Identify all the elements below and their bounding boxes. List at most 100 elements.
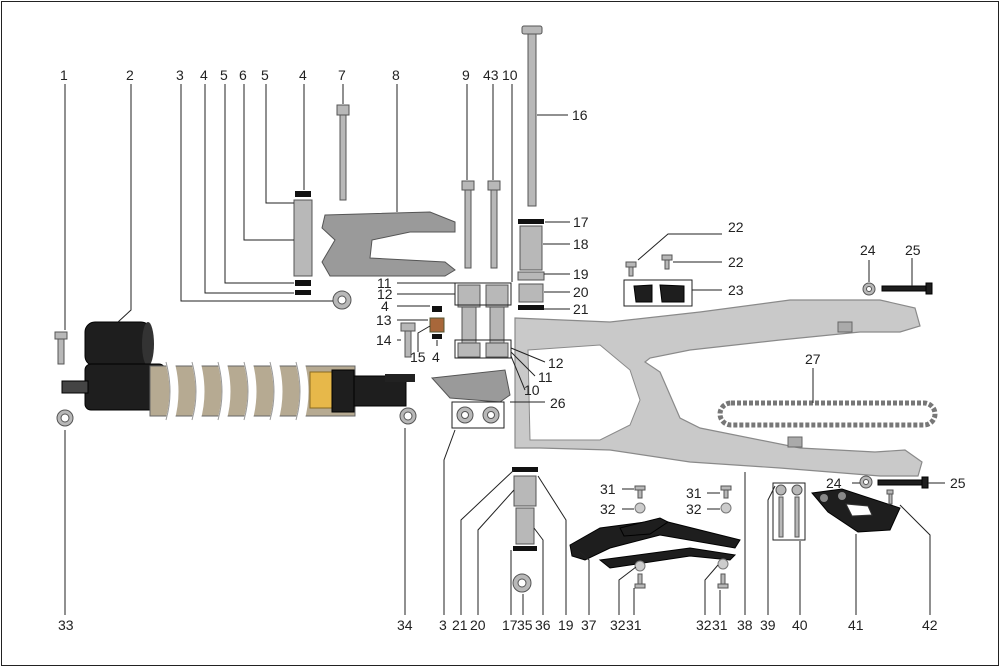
washer-32-c bbox=[634, 560, 646, 572]
callout-42: 42 bbox=[922, 617, 938, 633]
callout-32-c: 32 bbox=[610, 617, 626, 633]
callout-7: 7 bbox=[338, 67, 346, 83]
callout-labels: 1 2 3 4 5 6 5 4 7 8 9 43 10 16 17 18 19 … bbox=[58, 67, 966, 633]
callout-14: 14 bbox=[376, 332, 392, 348]
callout-1: 1 bbox=[60, 67, 68, 83]
callout-10-lower: 10 bbox=[524, 382, 540, 398]
bolt-22-left bbox=[625, 261, 637, 277]
callout-32-b: 32 bbox=[686, 501, 702, 517]
nut-34 bbox=[399, 407, 417, 425]
bolt-1 bbox=[54, 331, 68, 365]
callout-20-bottom: 20 bbox=[470, 617, 486, 633]
bushing-13 bbox=[429, 306, 445, 339]
washer-32-b bbox=[720, 502, 732, 514]
callout-18: 18 bbox=[573, 236, 589, 252]
bolt-25-bottom bbox=[877, 476, 929, 489]
callout-32-d: 32 bbox=[696, 617, 712, 633]
pivot-pin-6 bbox=[293, 191, 313, 295]
callout-12-lower: 12 bbox=[548, 355, 564, 371]
callout-12-upper: 12 bbox=[377, 286, 393, 302]
chain-guide-41 bbox=[811, 488, 901, 533]
callout-2: 2 bbox=[126, 67, 134, 83]
callout-31-c: 31 bbox=[626, 617, 642, 633]
callout-27: 27 bbox=[805, 351, 821, 367]
callout-19-top: 19 bbox=[573, 266, 589, 282]
guide-bolts-40 bbox=[772, 482, 806, 541]
bolt-31-d bbox=[717, 573, 729, 589]
link-26 bbox=[430, 369, 511, 429]
callout-5-left: 5 bbox=[220, 67, 228, 83]
bolt-31-b bbox=[720, 485, 732, 499]
rear-shock-absorber bbox=[61, 321, 415, 422]
bolt-25-top bbox=[881, 282, 933, 295]
chain-slider-37 bbox=[569, 517, 741, 569]
callout-4-low: 4 bbox=[432, 349, 440, 365]
nut-3-top bbox=[332, 290, 352, 310]
callout-36: 36 bbox=[535, 617, 551, 633]
callout-41: 41 bbox=[848, 617, 864, 633]
callout-20-top: 20 bbox=[573, 284, 589, 300]
bolt-14 bbox=[400, 322, 416, 358]
bolt-31-a bbox=[634, 485, 646, 499]
linkage-rocker-8 bbox=[321, 211, 456, 277]
washer-32-d bbox=[717, 558, 729, 570]
bolt-31-c bbox=[634, 573, 646, 589]
callout-24-top: 24 bbox=[860, 242, 876, 258]
callout-38: 38 bbox=[737, 617, 753, 633]
callout-22-upper: 22 bbox=[728, 219, 744, 235]
bolt-9 bbox=[461, 180, 475, 269]
callout-15: 15 bbox=[410, 349, 426, 365]
callout-3-bottom: 3 bbox=[439, 617, 447, 633]
callout-8: 8 bbox=[392, 67, 400, 83]
callout-13: 13 bbox=[376, 312, 392, 328]
callout-3-top: 3 bbox=[176, 67, 184, 83]
swingarm bbox=[514, 299, 923, 477]
callout-31-d: 31 bbox=[712, 617, 728, 633]
leader-lines bbox=[64, 84, 945, 615]
callout-4-mid: 4 bbox=[381, 298, 389, 314]
callout-40: 40 bbox=[792, 617, 808, 633]
callout-25-bottom: 25 bbox=[950, 475, 966, 491]
washer-32-a bbox=[634, 502, 646, 514]
callout-21-bottom: 21 bbox=[452, 617, 468, 633]
callout-17-bottom: 17 bbox=[502, 617, 518, 633]
callout-43: 43 bbox=[483, 67, 499, 83]
callout-4-top-right: 4 bbox=[299, 67, 307, 83]
callout-34: 34 bbox=[397, 617, 413, 633]
link-bushings-center bbox=[454, 282, 512, 359]
drive-chain bbox=[717, 400, 938, 428]
callout-32-a: 32 bbox=[600, 501, 616, 517]
bolt-7 bbox=[336, 104, 350, 201]
callout-35: 35 bbox=[517, 617, 533, 633]
callout-6: 6 bbox=[239, 67, 247, 83]
chain-adjuster-23 bbox=[623, 279, 693, 307]
screw-42 bbox=[886, 489, 894, 505]
callout-4-top-left: 4 bbox=[200, 67, 208, 83]
callout-16: 16 bbox=[572, 107, 588, 123]
callout-22-lower: 22 bbox=[728, 254, 744, 270]
callout-31-a: 31 bbox=[600, 481, 616, 497]
callout-11-lower: 11 bbox=[538, 369, 553, 385]
bushing-stack-right bbox=[517, 219, 545, 310]
callout-31-b: 31 bbox=[686, 485, 702, 501]
callout-5-right: 5 bbox=[261, 67, 269, 83]
callout-39: 39 bbox=[760, 617, 776, 633]
bolt-43 bbox=[487, 180, 501, 269]
callout-24-bottom: 24 bbox=[826, 475, 842, 491]
bushing-stack-bottom bbox=[512, 467, 538, 593]
callout-10-top: 10 bbox=[502, 67, 518, 83]
callout-23: 23 bbox=[728, 282, 744, 298]
callout-19-bottom: 19 bbox=[558, 617, 574, 633]
callout-11-upper: 11 bbox=[377, 275, 392, 291]
callout-21-top: 21 bbox=[573, 301, 589, 317]
bolt-22-right bbox=[661, 254, 673, 270]
callout-17-top: 17 bbox=[573, 214, 589, 230]
callout-37: 37 bbox=[581, 617, 597, 633]
nut-33 bbox=[56, 409, 74, 427]
callout-25-top: 25 bbox=[905, 242, 921, 258]
nut-24-top bbox=[862, 282, 876, 296]
nut-24-bottom bbox=[859, 475, 873, 489]
